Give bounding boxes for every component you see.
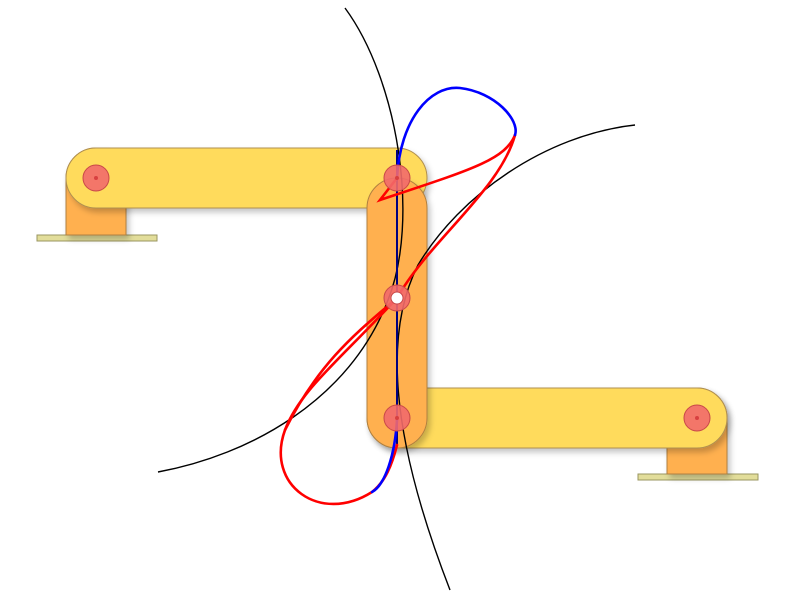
reference-arc-lower-right bbox=[396, 124, 636, 591]
top-link bbox=[65, 147, 428, 209]
right-ground-base bbox=[637, 473, 759, 481]
right-ground-pivot bbox=[683, 404, 711, 432]
bottom-joint bbox=[383, 404, 411, 432]
left-ground-pivot bbox=[82, 164, 110, 192]
top-joint bbox=[383, 164, 411, 192]
middle-coupler-joint bbox=[383, 284, 411, 312]
reference-arc-upper-left bbox=[157, 7, 404, 473]
left-ground-base bbox=[36, 234, 158, 242]
